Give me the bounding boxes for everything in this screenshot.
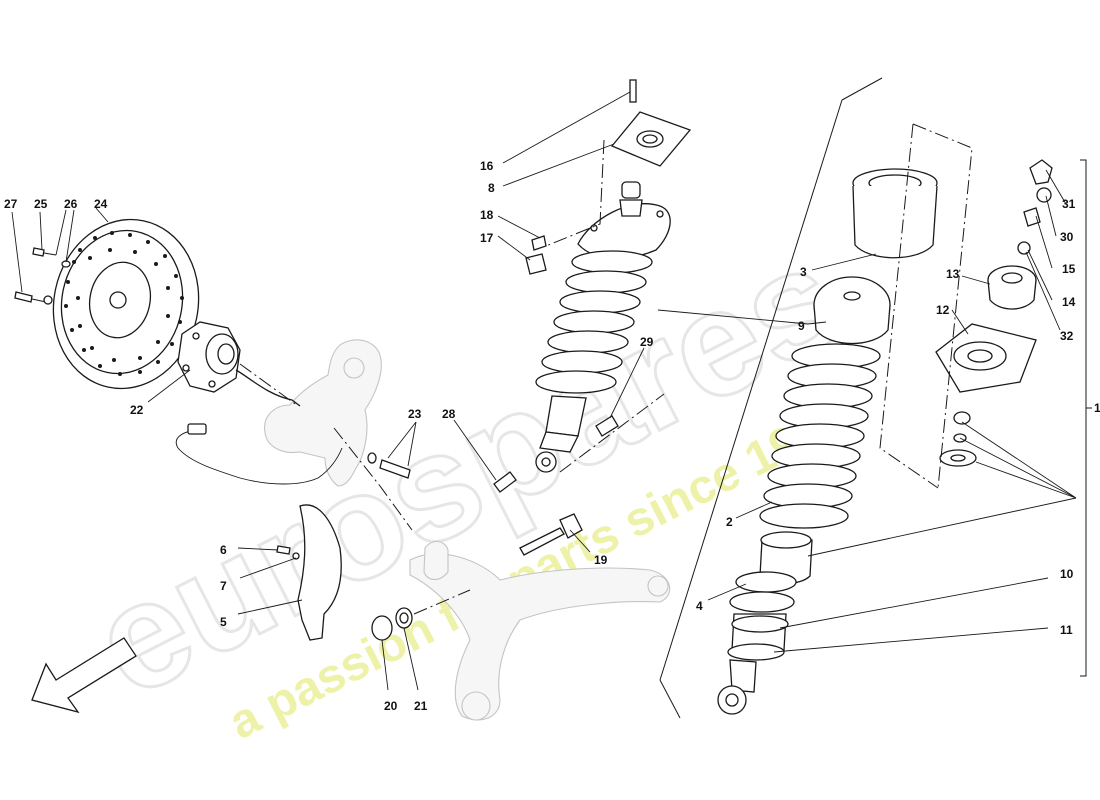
callout-10: 10 xyxy=(1060,567,1074,581)
callout-7: 7 xyxy=(220,579,227,593)
callout-23: 23 xyxy=(408,407,422,421)
wheel-hub-bearing xyxy=(177,321,301,407)
callout-30: 30 xyxy=(1060,230,1074,244)
leader-lines xyxy=(11,91,1077,691)
callout-5: 5 xyxy=(220,615,227,629)
disc-drill-holes xyxy=(64,231,184,376)
callout-22: 22 xyxy=(130,403,144,417)
callout-16: 16 xyxy=(480,159,494,173)
callout-8: 8 xyxy=(488,181,495,195)
callout-12: 12 xyxy=(936,303,950,317)
brake-disc xyxy=(52,218,200,390)
callout-4: 4 xyxy=(696,599,703,613)
callout-18: 18 xyxy=(480,208,494,222)
callout-20: 20 xyxy=(384,699,398,713)
exploded-spring-damper xyxy=(717,168,938,715)
callout-28: 28 xyxy=(442,407,456,421)
callout-21: 21 xyxy=(414,699,428,713)
callout-31: 31 xyxy=(1062,197,1076,211)
callout-14: 14 xyxy=(1062,295,1076,309)
callout-9: 9 xyxy=(798,319,805,333)
carrier-bolt xyxy=(367,452,411,479)
callout-32: 32 xyxy=(1060,329,1074,343)
top-mount-parts xyxy=(935,159,1053,467)
callout-24: 24 xyxy=(94,197,108,211)
callout-2: 2 xyxy=(726,515,733,529)
dash-frames xyxy=(239,123,973,615)
callout-3: 3 xyxy=(800,265,807,279)
lower-wishbone-ghost xyxy=(409,553,671,721)
callout-11: 11 xyxy=(1060,623,1073,637)
callout-27: 27 xyxy=(4,197,18,211)
callout-19: 19 xyxy=(594,553,608,567)
spring-damper-assembly xyxy=(493,79,692,493)
callout-25: 25 xyxy=(34,197,48,211)
callout-6: 6 xyxy=(220,543,227,557)
callout-13: 13 xyxy=(946,267,960,281)
abs-sensor-cable xyxy=(175,423,343,485)
callout-15: 15 xyxy=(1062,262,1076,276)
disc-screws xyxy=(14,247,71,305)
callout-labels: 1 2 3 4 5 6 7 8 9 10 11 12 13 14 15 16 1… xyxy=(4,159,1100,713)
hub-carrier-ghost xyxy=(264,339,449,581)
callout-1: 1 xyxy=(1094,401,1100,415)
callout-17: 17 xyxy=(480,231,494,245)
callout-29: 29 xyxy=(640,335,654,349)
panel-separators xyxy=(659,77,1092,719)
front-direction-arrow xyxy=(31,637,137,714)
wishbone-bolt xyxy=(519,513,583,556)
callout-26: 26 xyxy=(64,197,78,211)
brake-shield xyxy=(276,504,342,641)
